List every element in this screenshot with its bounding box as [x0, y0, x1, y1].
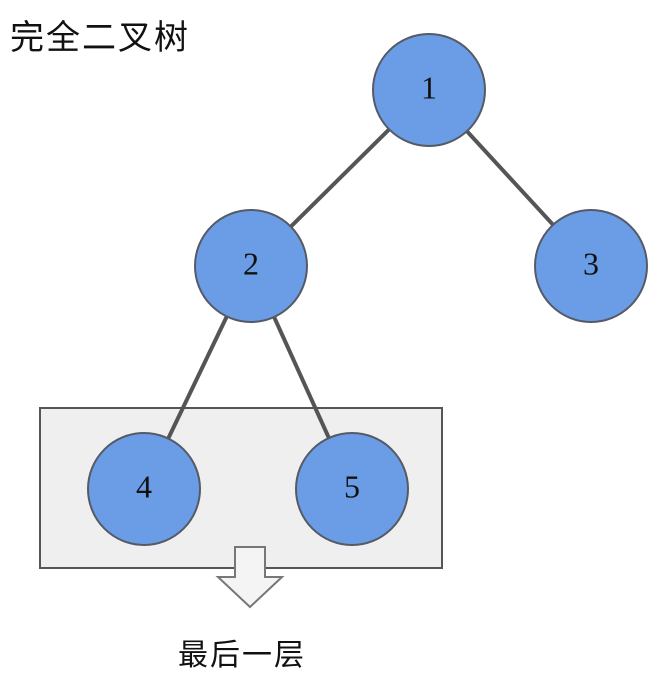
nodes-layer: 1 2 3 4 5 [87, 33, 648, 546]
node-circle [295, 432, 409, 546]
node-circle [372, 33, 486, 147]
tree-node-1: 1 [372, 33, 486, 147]
node-label: 3 [583, 245, 599, 281]
tree-node-3: 3 [534, 209, 648, 323]
down-arrow-icon [215, 546, 285, 609]
tree-node-2: 2 [194, 209, 308, 323]
node-label: 5 [344, 468, 360, 504]
page-title: 完全二叉树 [10, 18, 190, 58]
node-circle [534, 209, 648, 323]
tree-node-4: 4 [87, 432, 201, 546]
node-label: 4 [136, 468, 152, 504]
tree-node-5: 5 [295, 432, 409, 546]
node-label: 2 [243, 245, 259, 281]
node-label: 1 [421, 69, 437, 105]
node-circle [194, 209, 308, 323]
last-level-caption: 最后一层 [178, 638, 306, 673]
node-circle [87, 432, 201, 546]
